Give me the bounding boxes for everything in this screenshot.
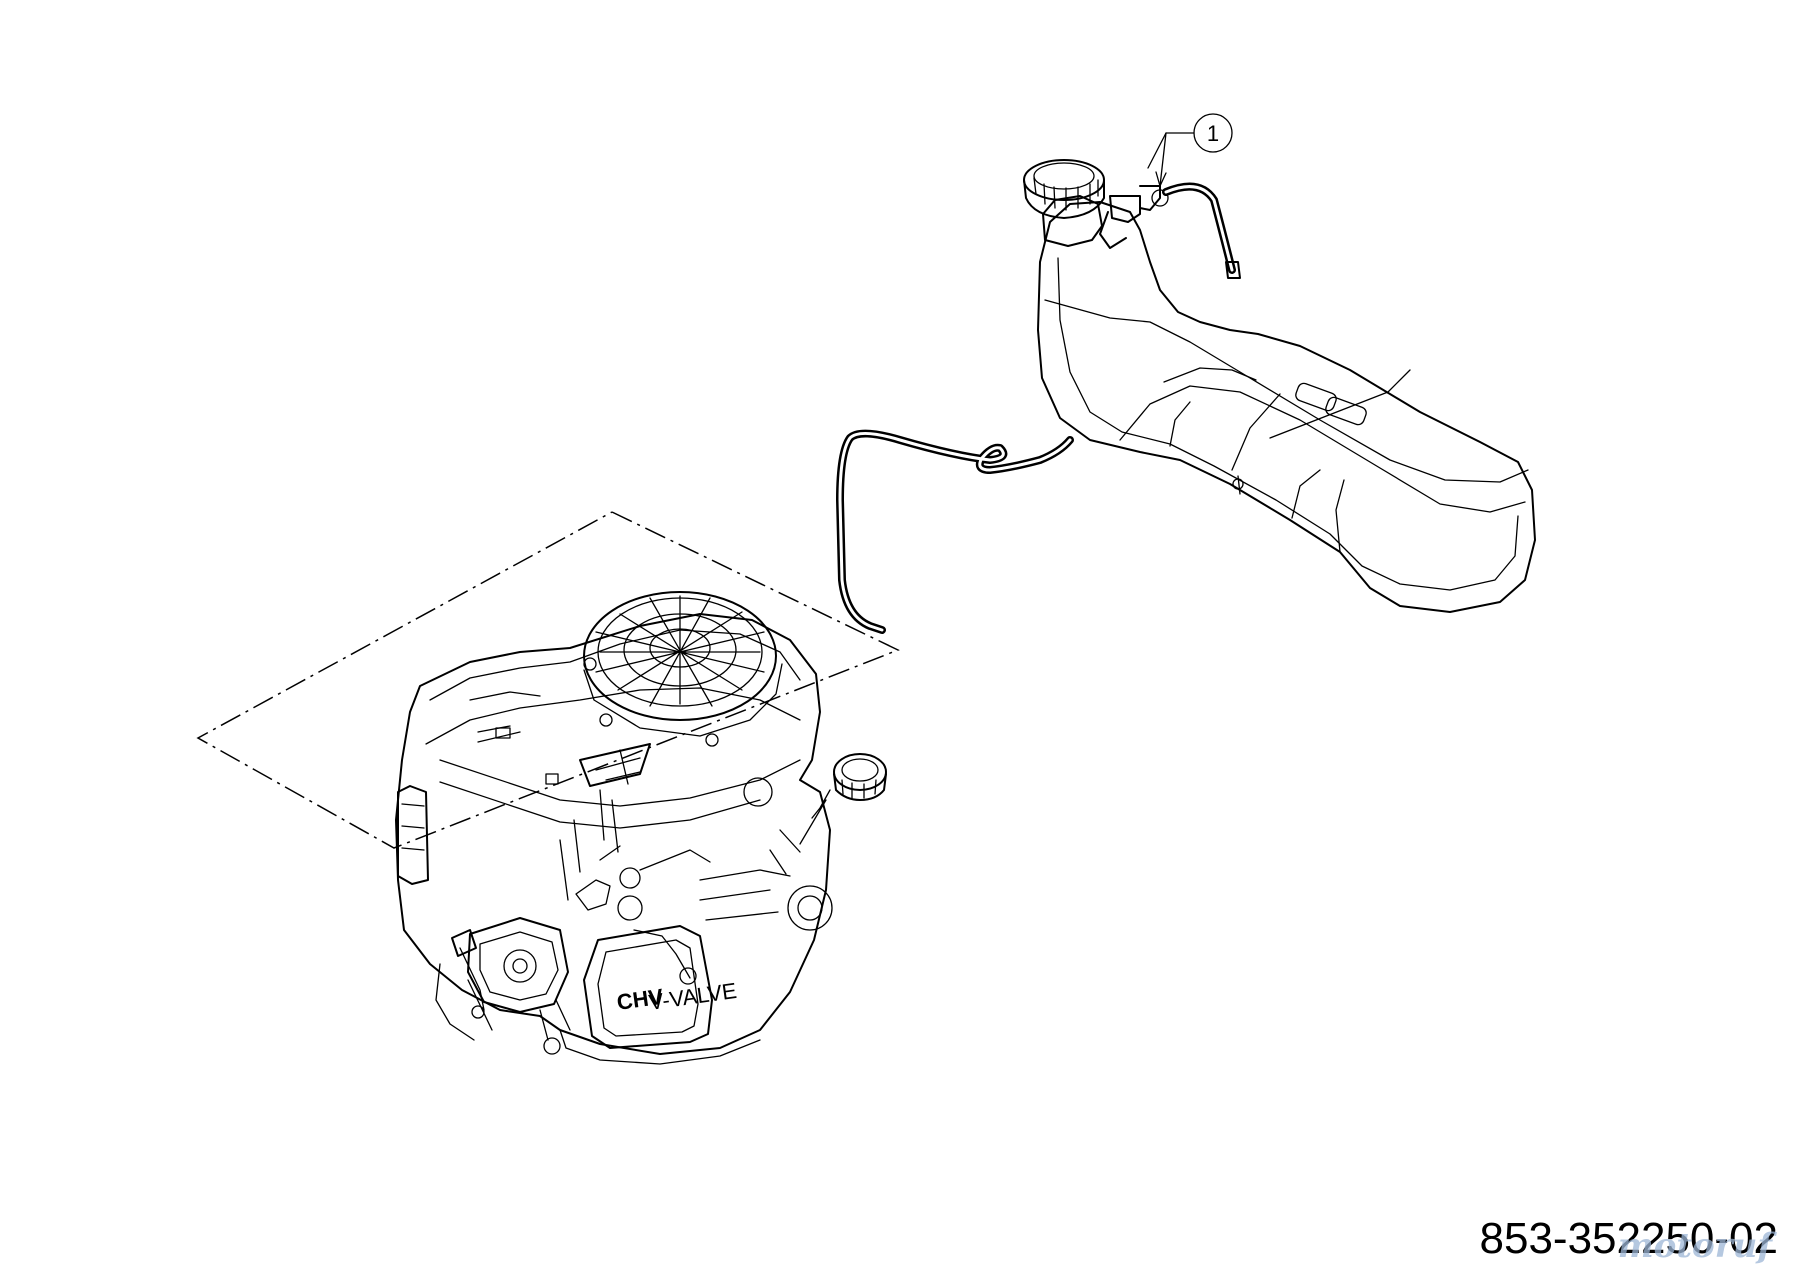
engine: CHV V-VALVE: [395, 591, 887, 1065]
callout-1-label: 1: [1207, 121, 1219, 146]
part-number: 853-352250-02: [1479, 1214, 1778, 1263]
fuel-tank: [1023, 159, 1536, 613]
watermark-logo: motoruf: [1617, 1226, 1772, 1266]
fuel-hose: [836, 429, 1074, 634]
engine-phantom-outline: [196, 511, 900, 849]
callout-1: 1: [1147, 113, 1233, 187]
